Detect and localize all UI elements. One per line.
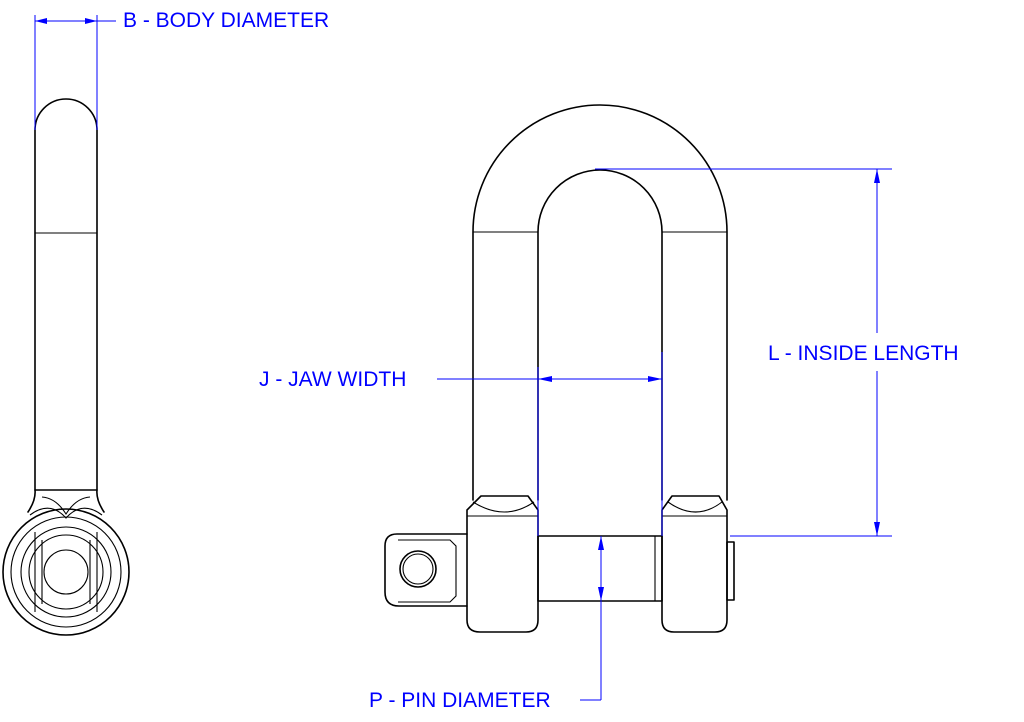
side-view	[2, 15, 130, 636]
body-diameter-arrow-left	[35, 18, 47, 24]
front-view-pin-eye-inner	[402, 553, 434, 585]
front-view-pin-thread-end	[726, 541, 735, 601]
front-view-bow-outer	[472, 104, 728, 501]
front-view-pin-head	[384, 533, 468, 607]
jaw-width-arrow-left	[538, 376, 552, 382]
front-view	[384, 104, 892, 701]
body-diameter-label: B - BODY DIAMETER	[123, 9, 330, 32]
front-view-pin-shaft	[537, 535, 663, 602]
pin-diameter-arrow-top	[598, 536, 604, 550]
pin-diameter-label: P - PIN DIAMETER	[369, 689, 551, 712]
front-view-bow-inner	[537, 169, 663, 501]
side-view-body	[34, 98, 98, 491]
body-diameter-arrow-right	[85, 18, 97, 24]
inside-length-arrow-bottom	[874, 522, 880, 536]
side-view-eye-flare	[27, 489, 105, 513]
front-view-pin-eye-outer	[399, 550, 437, 588]
side-view-eye-outer	[2, 508, 130, 636]
pin-diameter-arrow-bottom	[598, 587, 604, 601]
jaw-width-arrow-right	[648, 376, 662, 382]
jaw-width-label: J - JAW WIDTH	[259, 368, 407, 391]
inside-length-arrow-top	[874, 169, 880, 183]
inside-length-label: L - INSIDE LENGTH	[768, 342, 959, 365]
side-view-pin-end	[43, 549, 89, 595]
